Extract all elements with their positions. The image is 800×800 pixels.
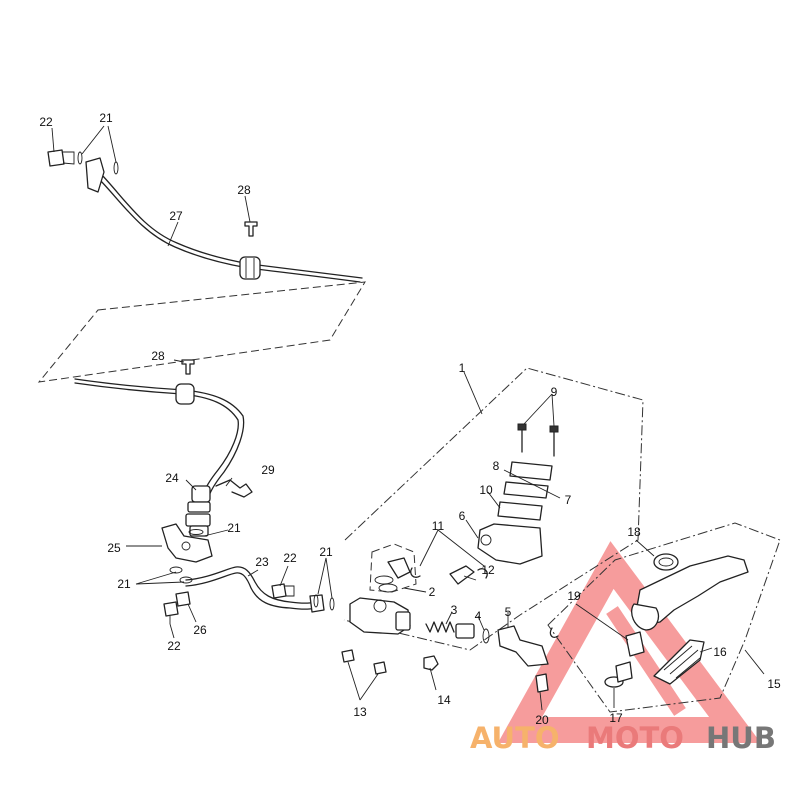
sealing-washer-upper-a [77, 151, 83, 165]
screw-lower [181, 359, 195, 375]
callout-23: 23 [255, 555, 269, 569]
piston [455, 623, 475, 639]
master-cylinder-group-boundary [343, 367, 644, 651]
reservoir-hose [449, 565, 475, 585]
upper-hose-group-boundary [37, 281, 366, 383]
pedal-group-boundary [547, 522, 781, 713]
pedal-pivot-boss [631, 603, 660, 631]
watermark-auto: AUTO [470, 721, 560, 755]
callout-10: 10 [479, 483, 493, 497]
callout-9: 9 [551, 385, 558, 399]
lower-hose-assembly [74, 359, 335, 624]
callout-labels: 22 21 28 27 28 1 9 8 7 10 6 11 12 2 3 4 … [39, 111, 781, 727]
sealing-washer-pipe-a [313, 594, 319, 608]
pipe-end-fitting [309, 594, 325, 613]
callout-15: 15 [767, 677, 781, 691]
brake-pipe [185, 566, 319, 604]
callout-25: 25 [107, 541, 121, 555]
banjo-bolt-lower-left [163, 601, 179, 617]
hose-bracket [161, 523, 213, 563]
hose-clip-a [410, 567, 421, 578]
callout-21-upper: 21 [99, 111, 113, 125]
pivot-bushing [625, 631, 645, 657]
screw-upper [244, 221, 258, 237]
callout-26: 26 [193, 623, 207, 637]
leader-lines [51, 125, 765, 711]
brake-pedal-assembly [535, 553, 749, 693]
banjo-bolt-lower-right [271, 583, 287, 599]
sealing-washer-bracket-c [179, 576, 193, 584]
callout-1: 1 [459, 361, 466, 375]
callout-11: 11 [432, 519, 445, 533]
callout-21-left: 21 [117, 577, 131, 591]
upper-hose-assembly [47, 149, 363, 283]
callout-29: 29 [261, 463, 275, 477]
callout-17: 17 [609, 711, 623, 725]
callout-21-pipe: 21 [319, 545, 333, 559]
reservoir-plate [503, 481, 549, 499]
hose-grommet-upper [239, 256, 261, 280]
callout-22-upper: 22 [39, 115, 53, 129]
callout-4: 4 [475, 609, 482, 623]
hose-grommet-lower [175, 383, 195, 405]
return-spring [653, 553, 679, 571]
callout-20: 20 [535, 713, 549, 727]
callout-8: 8 [493, 459, 500, 473]
callout-22-lower: 22 [167, 639, 181, 653]
clevis-pin [535, 673, 549, 693]
callout-13: 13 [353, 705, 367, 719]
pushrod-assembly [497, 625, 549, 667]
callout-18: 18 [627, 525, 641, 539]
callout-2: 2 [429, 585, 436, 599]
inlet-fitting [387, 557, 411, 579]
reservoir-diaphragm [497, 501, 543, 521]
watermark-moto: MOTO [586, 721, 684, 755]
hose-end-fitting-upper [85, 157, 105, 193]
piston-spring [425, 621, 455, 633]
watermark-logo [497, 541, 761, 743]
callout-7: 7 [565, 493, 572, 507]
reservoir-cap [509, 461, 553, 481]
callout-21-bracket: 21 [227, 521, 241, 535]
callout-6: 6 [459, 509, 466, 523]
sealing-washer-bracket-a [188, 529, 204, 535]
watermark-hub: HUB [706, 721, 776, 755]
callout-16: 16 [713, 645, 727, 659]
watermark-text: AUTO MOTO HUB [470, 721, 776, 755]
callout-22-middle: 22 [283, 551, 297, 565]
circlip [482, 628, 490, 644]
callout-12: 12 [481, 563, 495, 577]
master-cylinder-assembly [341, 423, 559, 675]
callout-27: 27 [169, 209, 183, 223]
callout-5: 5 [505, 605, 512, 619]
fluid-reservoir-body [477, 523, 543, 565]
hose-clip-b [477, 568, 488, 579]
sealing-washer-upper-b [113, 161, 119, 175]
sealing-washer-bracket-b [169, 566, 183, 574]
hose-clip [215, 479, 253, 498]
mounting-bolt-b [373, 661, 387, 675]
callout-28-upper: 28 [237, 183, 251, 197]
callout-14: 14 [437, 693, 451, 707]
mounting-bolt-a [341, 649, 355, 663]
banjo-bolt-upper [47, 149, 65, 167]
callout-3: 3 [451, 603, 458, 617]
callout-24: 24 [165, 471, 179, 485]
callout-28-lower: 28 [151, 349, 165, 363]
sealing-washer-pipe-b [329, 597, 335, 611]
callout-19: 19 [567, 589, 581, 603]
mounting-nut [423, 655, 439, 671]
bolt-26 [175, 591, 191, 607]
